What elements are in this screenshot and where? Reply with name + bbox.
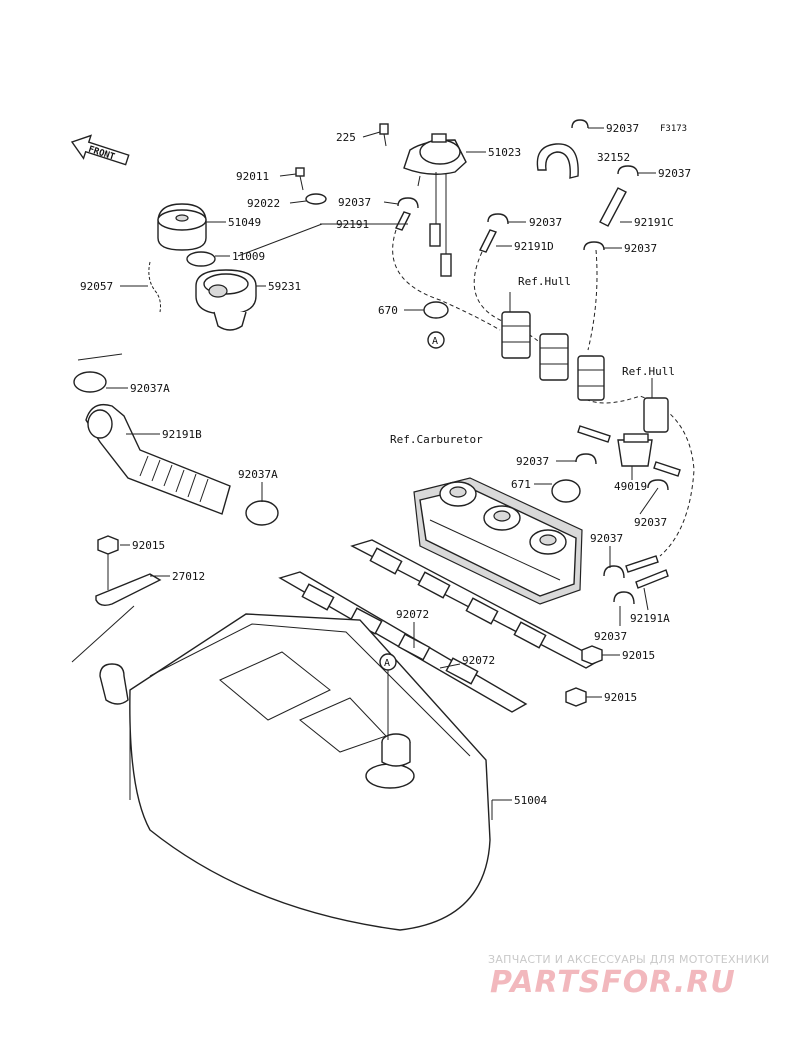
clip-92037-top (571, 119, 589, 129)
diagram-code: F3173 (660, 124, 687, 134)
carburetor-assembly (413, 477, 583, 605)
part-number-label: 225 (336, 131, 356, 144)
part-number-label: 92072 (396, 608, 429, 621)
clip-92037-d (487, 213, 509, 225)
part-number-label: 92015 (132, 539, 165, 552)
clip-92037-g (647, 479, 669, 491)
part-number-label: 92037 (338, 196, 371, 209)
ref-hull-label-1: Ref.Hull (518, 275, 571, 288)
hose-92191d (479, 229, 497, 253)
intake-hose (85, 403, 231, 515)
strap-92057 (148, 261, 161, 313)
part-number-label: 92037 (590, 532, 623, 545)
ref-carburetor-label: Ref.Carburetor (390, 433, 483, 446)
hose-route-2 (473, 251, 547, 349)
part-number-label: 92022 (247, 197, 280, 210)
part-number-label: 92057 (80, 280, 113, 293)
hose-92191a-lower (635, 569, 669, 589)
hose-92191a-upper (625, 555, 659, 573)
watermark-tagline: ЗАПЧАСТИ И АКСЕССУАРЫ ДЛЯ МОТОТЕХНИКИ (488, 953, 770, 966)
part-number-label: 92037A (130, 382, 170, 395)
leader-lines (106, 127, 659, 820)
part-number-label: 51049 (228, 216, 261, 229)
part-number-label: 92037 (594, 630, 627, 643)
hose-bracket-lines (77, 353, 123, 361)
bracket-27012 (95, 573, 162, 607)
o-ring-670 (423, 301, 449, 319)
part-number-label: 92037 (624, 242, 657, 255)
part-number-label: 92037 (634, 516, 667, 529)
clip-92037-c (397, 197, 419, 209)
hose-32152 (536, 143, 579, 179)
connector-a-bottom: A (379, 653, 397, 671)
clamp-92037a-1 (73, 371, 107, 393)
o-ring-671 (551, 479, 581, 503)
watermark-brand: PARTSFOR.RU (490, 965, 736, 1000)
hose-clamps (501, 311, 669, 433)
part-number-label: 92072 (462, 654, 495, 667)
part-number-label: 92037 (658, 167, 691, 180)
strap-92072-lower (278, 571, 528, 713)
part-number-label: 92011 (236, 170, 269, 183)
fuel-cap (157, 203, 207, 251)
hose-route-4 (579, 395, 695, 557)
part-number-label: 92015 (622, 649, 655, 662)
part-number-label: 92191C (634, 216, 674, 229)
part-number-label: 92037A (238, 468, 278, 481)
clamp-92037a-2 (245, 500, 279, 526)
clip-92037-h (603, 565, 625, 579)
fuel-gauge-unit (379, 123, 467, 277)
ref-hull-label-2: Ref.Hull (622, 365, 675, 378)
tank-bracket-lines (71, 605, 135, 663)
part-number-label: 92037 (606, 122, 639, 135)
hose-route (392, 229, 501, 331)
filler-neck (195, 269, 257, 331)
clip-92037-i (613, 591, 635, 605)
clip-92037-e (583, 241, 605, 251)
hose-route-3 (587, 249, 598, 351)
part-number-label: 670 (378, 304, 398, 317)
part-number-label: 92037 (516, 455, 549, 468)
clip-92037-f (575, 453, 597, 465)
hose-92191 (395, 211, 411, 231)
hose-92191c (599, 187, 627, 227)
svg-text:A: A (384, 658, 390, 669)
part-number-label: 92191 (336, 218, 369, 231)
clip-92037-b (617, 165, 639, 177)
part-number-label: 92191D (514, 240, 554, 253)
part-number-label: 92191A (630, 612, 670, 625)
part-number-label: 59231 (268, 280, 301, 293)
bolt-92011 (295, 167, 305, 191)
part-number-label: 27012 (172, 570, 205, 583)
svg-text:A: A (432, 336, 438, 347)
nut-92015-a (97, 535, 119, 555)
part-number-label: 51004 (514, 794, 547, 807)
o-ring-11009 (186, 251, 216, 267)
fuel-tank (99, 613, 491, 931)
part-number-label: 92015 (604, 691, 637, 704)
part-number-label: 49019 (614, 480, 647, 493)
part-number-label: 92037 (529, 216, 562, 229)
fuel-filter (577, 425, 681, 477)
nut-92015-c (565, 687, 587, 707)
part-number-label: 92191B (162, 428, 202, 441)
washer-92022 (305, 193, 327, 205)
front-arrow-icon: FRONT (70, 134, 130, 166)
part-number-label: 671 (511, 478, 531, 491)
part-number-label: 32152 (597, 151, 630, 164)
part-number-label: 51023 (488, 146, 521, 159)
part-number-label: 11009 (232, 250, 265, 263)
connector-a-top: A (427, 331, 445, 349)
nut-92015-b (581, 645, 603, 665)
